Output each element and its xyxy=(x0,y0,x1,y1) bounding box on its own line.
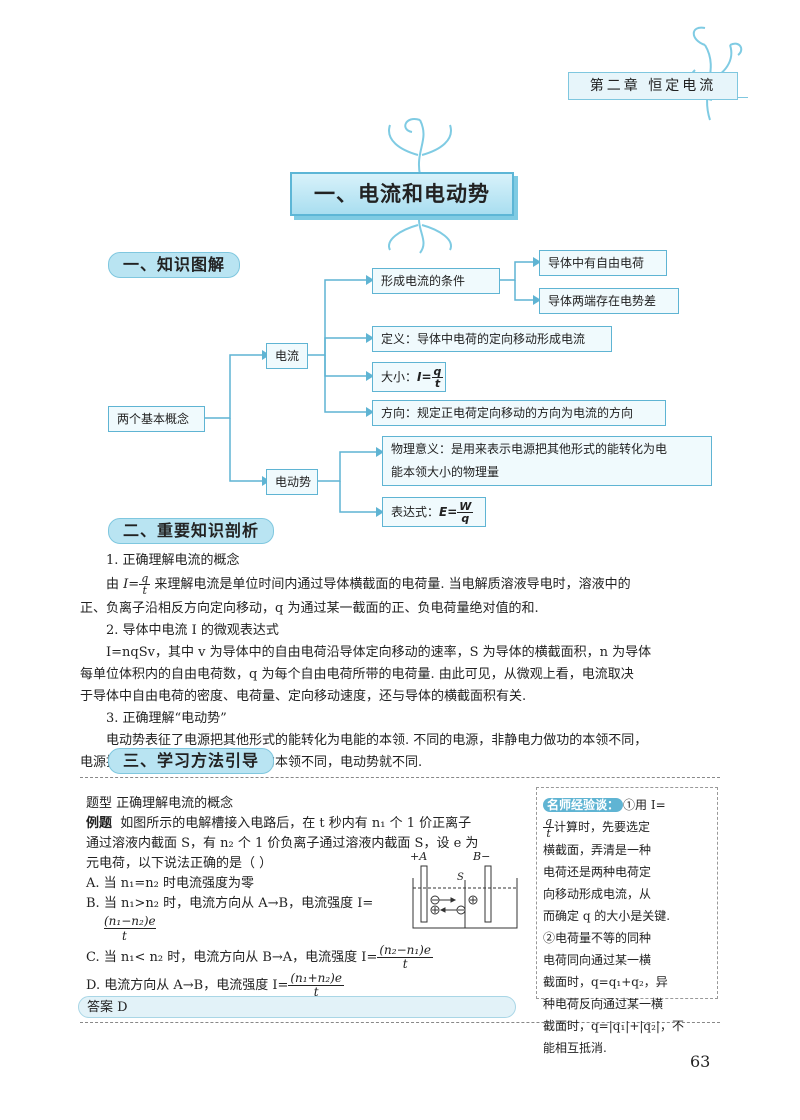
mindmap-meaning: 物理意义：是用来表示电源把其他形式的能转化为电 能本领大小的物理量 xyxy=(382,436,712,486)
mindmap-emf: 电动势 xyxy=(266,469,318,495)
option-d-text: D. 电流方向从 A→B，电流强度 I= xyxy=(86,978,289,993)
mindmap-definition: 定义：导体中电荷的定向移动形成电流 xyxy=(372,326,612,352)
mindmap-condition-2: 导体两端存在电势差 xyxy=(539,288,679,314)
p1-den: t xyxy=(142,584,147,597)
option-b-fraction: (n₁−n₂)e t xyxy=(104,914,156,943)
mindmap-connectors xyxy=(205,257,541,517)
meaning-line-2: 能本领大小的物理量 xyxy=(391,465,500,479)
magnitude-I: I= xyxy=(417,370,432,384)
mindmap-current: 电流 xyxy=(266,343,308,369)
mindmap-direction: 方向：规定正电荷定向移动的方向为电流的方向 xyxy=(372,400,666,426)
chapter-header: 第二章 恒定电流 xyxy=(568,72,738,100)
tips-line-9: 种电荷反向通过某一横 xyxy=(543,997,664,1011)
example-q2: 通过溶液内截面 S，有 n₂ 个 1 价负离子通过溶液内截面 S，设 e 为 xyxy=(86,836,479,851)
expression-E: E= xyxy=(439,505,458,519)
meaning-line-1: 物理意义：是用来表示电源把其他形式的能转化为电 xyxy=(391,442,668,456)
p1-I: I= xyxy=(123,577,140,592)
tips-line-3: 电荷还是两种电荷定 xyxy=(543,865,652,879)
example-q3: 元电荷，以下说法正确的是（ ） xyxy=(86,856,273,871)
p1-text-b: 来理解电流是单位时间内通过导体横截面的电荷量. 当电解质溶液导电时，溶液中的 xyxy=(154,577,631,592)
tips-line-11: 能相互抵消. xyxy=(543,1041,607,1055)
option-b-text: B. 当 n₁>n₂ 时，电流方向从 A→B，电流强度 I= xyxy=(86,896,374,911)
divider xyxy=(80,777,720,778)
tips-den: t xyxy=(546,827,551,840)
tips-line-4: 向移动形成电流，从 xyxy=(543,887,652,901)
example-label: 例题 xyxy=(86,816,113,831)
tips-line-6: ②电荷量不等的同种 xyxy=(543,931,652,945)
tips-line-1: 计算时，先要选定 xyxy=(554,820,651,834)
answer-bar: 答案 D xyxy=(78,996,516,1018)
example-q1: 如图所示的电解槽接入电路后，在 t 秒内有 n₁ 个 1 价正离子 xyxy=(120,816,472,831)
tips-line-2: 横截面，弄清是一种 xyxy=(543,843,652,857)
option-a: A. 当 n₁=n₂ 时电流强度为零 xyxy=(86,876,254,891)
section-heading-method: 三、学习方法引导 xyxy=(108,748,275,774)
option-b-num: (n₁−n₂)e xyxy=(104,914,156,929)
electrolytic-cell-icon xyxy=(412,865,518,929)
tips-line-10: 截面时，q=|q₁|+|q₂|，不 xyxy=(543,1019,684,1033)
p1-text-a: 由 xyxy=(106,577,120,592)
expression-label: 表达式： xyxy=(391,505,440,519)
example-type: 题型 正确理解电流的概念 xyxy=(86,796,234,811)
magnitude-label: 大小： xyxy=(381,370,418,384)
magnitude-den: t xyxy=(434,377,441,390)
tips-lead: ①用 I= xyxy=(623,798,666,812)
option-c-text: C. 当 n₁< n₂ 时，电流方向从 B→A，电流强度 I= xyxy=(86,950,378,965)
option-b: B. 当 n₁>n₂ 时，电流方向从 A→B，电流强度 I= xyxy=(86,894,406,914)
divider xyxy=(80,1022,720,1023)
figure-label-s: S xyxy=(457,872,464,883)
option-b-den: t xyxy=(122,929,127,943)
tips-line-7: 电荷同向通过某一横 xyxy=(543,953,652,967)
page-number: 63 xyxy=(690,1052,711,1071)
figure-label-a: +A xyxy=(410,850,428,863)
tips-title: 名师经验谈： xyxy=(543,798,624,812)
page-title: 一、电流和电动势 xyxy=(290,172,514,216)
expression-num: W xyxy=(457,500,474,513)
mindmap-root: 两个基本概念 xyxy=(108,406,205,432)
analysis-para-3a: 电动势表征了电源把其他形式的能转化为电能的本领. 不同的电源，非静电力做功的本领… xyxy=(106,733,648,748)
mindmap-condition: 形成电流的条件 xyxy=(372,268,500,294)
example-block: 题型 正确理解电流的概念 例题 如图所示的电解槽接入电路后，在 t 秒内有 n₁… xyxy=(86,794,526,874)
section-heading-analysis: 二、重要知识剖析 xyxy=(108,518,275,544)
analysis-para-2b: 每单位体积内的自由电荷数，q 为每个自由电荷所带的电荷量. 由此可见，从微观上看… xyxy=(80,667,634,682)
analysis-para-2a: I=nqSv，其中 v 为导体中的自由电荷沿导体定向移动的速率，S 为导体的横截… xyxy=(106,645,652,660)
option-c-num: (n₂−n₁)e xyxy=(377,943,433,958)
analysis-heading-1: 1. 正确理解电流的概念 xyxy=(106,553,240,568)
option-d-den: t xyxy=(313,985,319,999)
expression-den: q xyxy=(461,512,470,525)
tips-line-5: 而确定 q 的大小是关键. xyxy=(543,909,671,923)
analysis-para-2c: 于导体中自由电荷的密度、电荷量、定向移动速度，还与导体的横截面积有关. xyxy=(80,689,527,704)
analysis-heading-3: 3. 正确理解“电动势” xyxy=(106,711,227,726)
figure-label-b: B− xyxy=(473,850,491,863)
analysis-heading-2: 2. 导体中电流 I 的微观表达式 xyxy=(106,623,279,638)
magnitude-num: q xyxy=(431,365,444,378)
section-heading-diagram: 一、知识图解 xyxy=(108,252,241,278)
p1-num: q xyxy=(139,572,151,585)
option-c-den: t xyxy=(402,957,408,971)
tips-line-8: 截面时，q=q₁+q₂，异 xyxy=(543,975,668,989)
analysis-para-1b: 正、负离子沿相反方向定向移动，q 为通过某一截面的正、负电荷量绝对值的和. xyxy=(80,601,539,616)
option-d-num: (n₁+n₂)e xyxy=(288,971,344,986)
tips-num: q xyxy=(543,815,555,828)
floral-ornament-icon xyxy=(388,118,452,176)
mindmap-condition-1: 导体中有自由电荷 xyxy=(539,250,667,276)
electrolysis-figure: +A B− S xyxy=(405,850,525,930)
